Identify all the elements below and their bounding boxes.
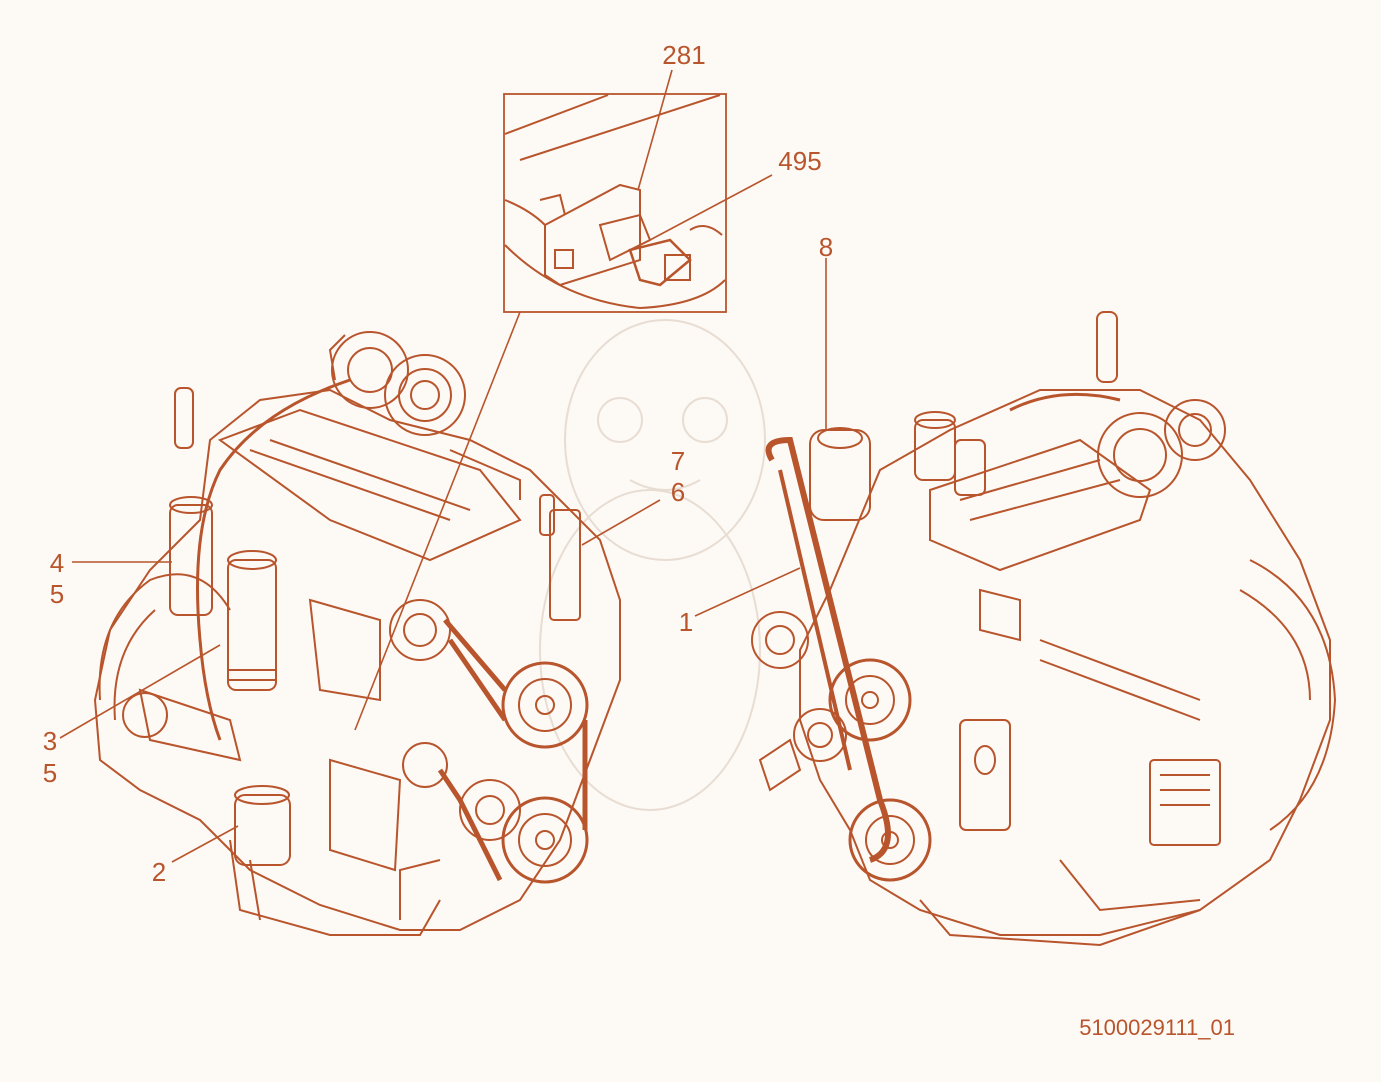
callout-4: 4	[50, 548, 64, 578]
detail-inset	[503, 93, 727, 313]
right-engine-drawing	[751, 311, 1337, 947]
callout-7: 7	[671, 446, 685, 476]
callout-1: 1	[679, 607, 693, 637]
callout-8: 8	[819, 232, 833, 262]
watermark	[539, 319, 766, 811]
callout-3: 3	[43, 726, 57, 756]
callout-5-upper: 5	[50, 579, 64, 609]
leader-lines	[59, 69, 827, 863]
callout-2: 2	[152, 857, 166, 887]
callout-495: 495	[778, 146, 821, 176]
callout-281: 281	[662, 40, 705, 70]
left-engine-drawing	[93, 331, 621, 936]
callout-6: 6	[671, 477, 685, 507]
figure-reference: 5100029111_01	[1079, 1015, 1235, 1040]
callout-5-lower: 5	[43, 758, 57, 788]
